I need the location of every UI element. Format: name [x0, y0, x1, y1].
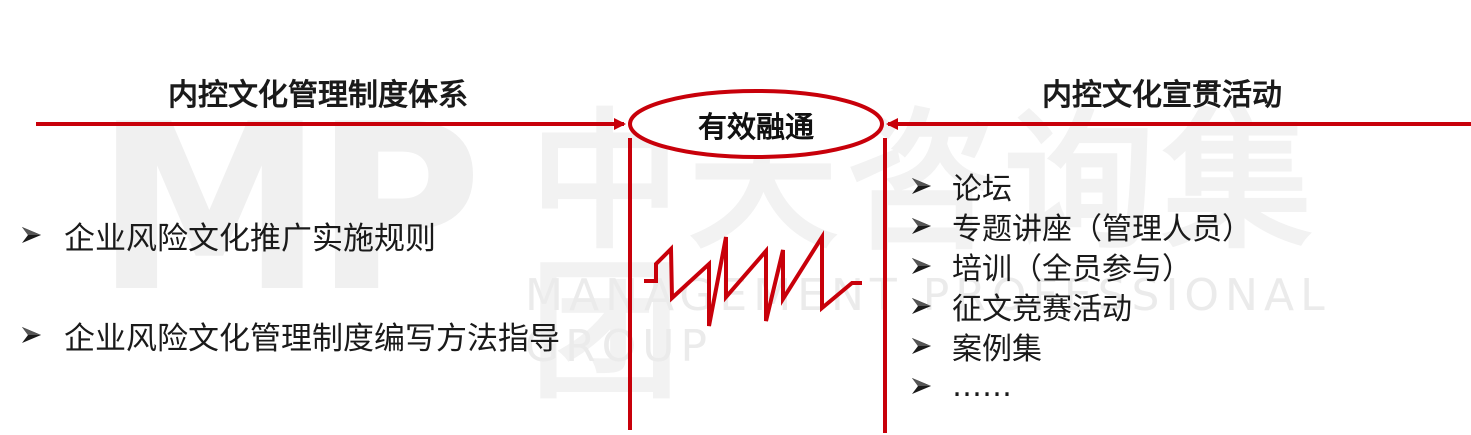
- list-item: 论坛: [910, 166, 1252, 207]
- list-item: 企业风险文化推广实施规则: [20, 212, 560, 258]
- list-item-label: ……: [952, 368, 1012, 404]
- left-list: 企业风险文化推广实施规则 企业风险文化管理制度编写方法指导: [20, 212, 560, 412]
- right-heading: 内控文化宣贯活动: [1042, 78, 1282, 113]
- list-item: 征文竞赛活动: [910, 286, 1252, 327]
- arrow-bullet-icon: [912, 218, 931, 234]
- list-item: 专题讲座（管理人员）: [910, 206, 1252, 247]
- list-item: 案例集: [910, 326, 1252, 367]
- left-heading: 内控文化管理制度体系: [168, 78, 468, 113]
- center-label: 有效融通: [697, 110, 814, 144]
- arrow-bullet-icon: [912, 338, 931, 354]
- list-item: 培训（全员参与）: [910, 246, 1252, 287]
- center-ellipse: [628, 89, 884, 159]
- list-item-label: 培训（全员参与）: [952, 252, 1192, 287]
- arrow-bullet-icon: [912, 378, 931, 394]
- arrow-bullet-icon: [912, 298, 931, 314]
- zigzag-resistor-icon: [644, 230, 862, 327]
- list-item-label: 论坛: [952, 172, 1012, 207]
- watermark-logo: MP: [95, 76, 482, 343]
- list-item-label: 企业风险文化管理制度编写方法指导: [64, 320, 560, 357]
- list-item-label: 案例集: [952, 332, 1042, 367]
- right-list: 论坛 专题讲座（管理人员） 培训（全员参与） 征文竞赛活动 案例集 ……: [910, 166, 1252, 406]
- arrow-bullet-icon: [912, 258, 931, 274]
- arrow-bullet-icon: [912, 178, 931, 194]
- list-item: ……: [910, 366, 1252, 406]
- arrow-bullet-icon: [22, 227, 41, 243]
- list-item-label: 专题讲座（管理人员）: [952, 212, 1252, 247]
- list-item: 企业风险文化管理制度编写方法指导: [20, 312, 560, 358]
- list-item-label: 征文竞赛活动: [952, 292, 1132, 327]
- watermark-company-en: MANAGEMENT PROFESSIONAL GROUP: [525, 270, 1331, 372]
- list-item-label: 企业风险文化推广实施规则: [64, 220, 436, 257]
- arrow-bullet-icon: [22, 327, 41, 343]
